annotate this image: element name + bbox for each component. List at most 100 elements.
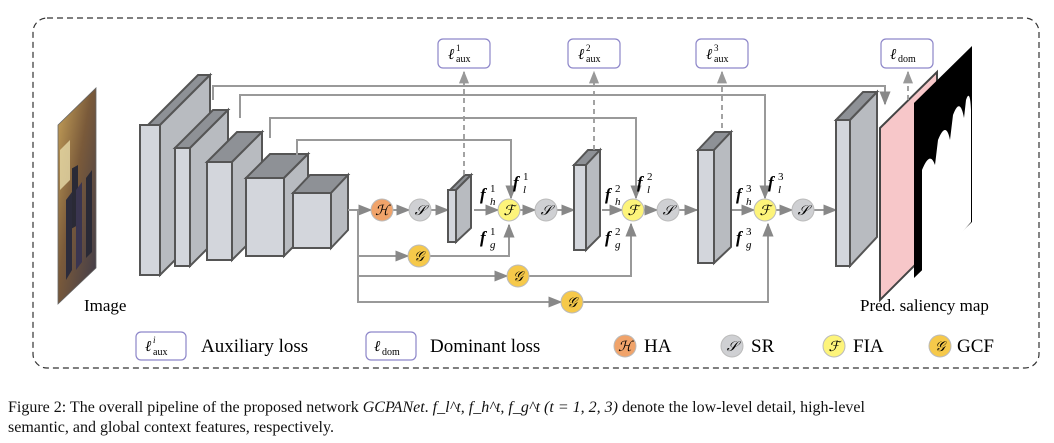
outer-frame bbox=[32, 17, 1040, 369]
svg-text:f: f bbox=[605, 228, 613, 247]
svg-text:ℱ: ℱ bbox=[828, 340, 842, 355]
svg-text:ℓ: ℓ bbox=[145, 339, 151, 355]
feature-label-fl1: f 1 l bbox=[513, 171, 529, 196]
svg-text:h: h bbox=[746, 196, 752, 208]
output-label: Pred. saliency map bbox=[860, 296, 989, 315]
pred-saliency-map bbox=[914, 46, 972, 278]
fia-node-1: ℱ bbox=[497, 198, 521, 222]
svg-text:g: g bbox=[490, 239, 496, 251]
svg-text:f: f bbox=[513, 173, 521, 192]
feature-label-fh3: f 3 h bbox=[736, 183, 752, 208]
svg-text:h: h bbox=[490, 196, 496, 208]
caption-suffix: denote the low-level detail, high-level bbox=[617, 399, 865, 416]
caption-line-1: Figure 2: The overall pipeline of the pr… bbox=[8, 398, 1048, 418]
svg-text:3: 3 bbox=[778, 171, 784, 183]
gcf-node-3: 𝒢 bbox=[560, 290, 584, 314]
svg-text:ℋ: ℋ bbox=[618, 340, 634, 355]
svg-text:i: i bbox=[153, 335, 156, 345]
svg-text:Dominant loss: Dominant loss bbox=[430, 336, 540, 357]
svg-text:HA: HA bbox=[644, 336, 672, 357]
legend-aux-loss: ℓ i aux Auxiliary loss bbox=[135, 331, 308, 361]
input-label: Image bbox=[84, 296, 126, 315]
fia-node-2: ℱ bbox=[621, 198, 645, 222]
svg-text:1: 1 bbox=[490, 183, 496, 195]
loss-box-aux3: ℓ 3 aux bbox=[695, 38, 749, 69]
svg-text:2: 2 bbox=[615, 226, 621, 238]
feature-label-fg3: f 3 g bbox=[736, 226, 752, 251]
svg-text:f: f bbox=[480, 185, 488, 204]
svg-text:f: f bbox=[637, 173, 645, 192]
svg-text:f: f bbox=[768, 173, 776, 192]
svg-text:3: 3 bbox=[746, 183, 752, 195]
svg-text:ℓ: ℓ bbox=[374, 339, 380, 355]
svg-text:aux: aux bbox=[456, 54, 470, 65]
svg-text:ℱ: ℱ bbox=[759, 204, 773, 219]
fia-node-3: ℱ bbox=[753, 198, 777, 222]
svg-text:𝒢: 𝒢 bbox=[567, 296, 579, 311]
skip-connections bbox=[212, 85, 891, 200]
caption-line-2: semantic, and global context features, r… bbox=[8, 419, 334, 436]
sr-node-3: 𝒮 bbox=[656, 198, 680, 222]
decoder-block-3 bbox=[695, 129, 734, 266]
feature-label-fl2: f 2 l bbox=[637, 171, 653, 196]
svg-text:aux: aux bbox=[586, 54, 600, 65]
svg-text:3: 3 bbox=[714, 43, 719, 53]
loss-box-aux1: ℓ 1 aux bbox=[437, 38, 491, 69]
svg-text:3: 3 bbox=[746, 226, 752, 238]
input-image bbox=[57, 87, 97, 305]
svg-text:1: 1 bbox=[456, 43, 461, 53]
feature-label-fh1: f 1 h bbox=[480, 183, 496, 208]
svg-text:ℱ: ℱ bbox=[627, 204, 641, 219]
svg-text:2: 2 bbox=[586, 43, 591, 53]
svg-text:Auxiliary loss: Auxiliary loss bbox=[201, 336, 308, 357]
svg-text:l: l bbox=[523, 184, 526, 196]
svg-text:2: 2 bbox=[647, 171, 653, 183]
svg-text:ℱ: ℱ bbox=[503, 204, 517, 219]
svg-text:f: f bbox=[736, 185, 744, 204]
legend-sr: 𝒮 SR bbox=[720, 334, 775, 358]
svg-text:l: l bbox=[778, 184, 781, 196]
svg-text:ℋ: ℋ bbox=[375, 204, 391, 219]
loss-box-dom: ℓ dom bbox=[880, 38, 934, 69]
feature-label-fg2: f 2 g bbox=[605, 226, 621, 251]
decoder-block-4 bbox=[833, 89, 880, 269]
svg-text:aux: aux bbox=[714, 54, 728, 65]
sr-node-2: 𝒮 bbox=[534, 198, 558, 222]
svg-text:GCF: GCF bbox=[957, 336, 994, 357]
loss-box-aux2: ℓ 2 aux bbox=[567, 38, 621, 69]
svg-text:dom: dom bbox=[382, 347, 400, 358]
feature-label-fh2: f 2 h bbox=[605, 183, 621, 208]
svg-text:1: 1 bbox=[523, 171, 529, 183]
svg-text:f: f bbox=[736, 228, 744, 247]
decoder-block-2 bbox=[571, 147, 603, 253]
feature-label-fl3: f 3 l bbox=[768, 171, 784, 196]
decoder-block-1 bbox=[447, 172, 474, 245]
sr-node-4: 𝒮 bbox=[791, 198, 815, 222]
legend: ℓ i aux Auxiliary loss ℓ dom Dominant lo… bbox=[135, 331, 994, 361]
loss-arrows bbox=[458, 70, 914, 175]
legend-ha: ℋ HA bbox=[613, 334, 672, 358]
legend-gcf: 𝒢 GCF bbox=[928, 334, 994, 358]
svg-text:l: l bbox=[647, 184, 650, 196]
caption-prefix: Figure 2: The overall pipeline of the pr… bbox=[8, 399, 363, 416]
legend-dom-loss: ℓ dom Dominant loss bbox=[365, 331, 540, 361]
svg-text:ℓ: ℓ bbox=[890, 47, 896, 63]
svg-text:1: 1 bbox=[490, 226, 496, 238]
pipeline-diagram: Image bbox=[32, 17, 1040, 369]
svg-text:ℓ: ℓ bbox=[578, 47, 584, 63]
svg-text:f: f bbox=[605, 185, 613, 204]
gcf-node-2: 𝒢 bbox=[506, 264, 530, 288]
encoder-block-5 bbox=[290, 172, 351, 251]
svg-text:g: g bbox=[615, 239, 621, 251]
svg-text:h: h bbox=[615, 196, 621, 208]
caption-net-name: GCPANet bbox=[362, 399, 425, 416]
figure-caption: Figure 2: The overall pipeline of the pr… bbox=[8, 398, 1048, 438]
caption-dot: . bbox=[424, 399, 433, 416]
svg-text:SR: SR bbox=[751, 336, 775, 357]
svg-text:ℓ: ℓ bbox=[706, 47, 712, 63]
feature-label-fg1: f 1 g bbox=[480, 226, 496, 251]
gcf-node-1: 𝒢 bbox=[407, 244, 431, 268]
svg-text:aux: aux bbox=[153, 347, 167, 358]
svg-text:dom: dom bbox=[898, 54, 916, 65]
svg-text:g: g bbox=[746, 239, 752, 251]
